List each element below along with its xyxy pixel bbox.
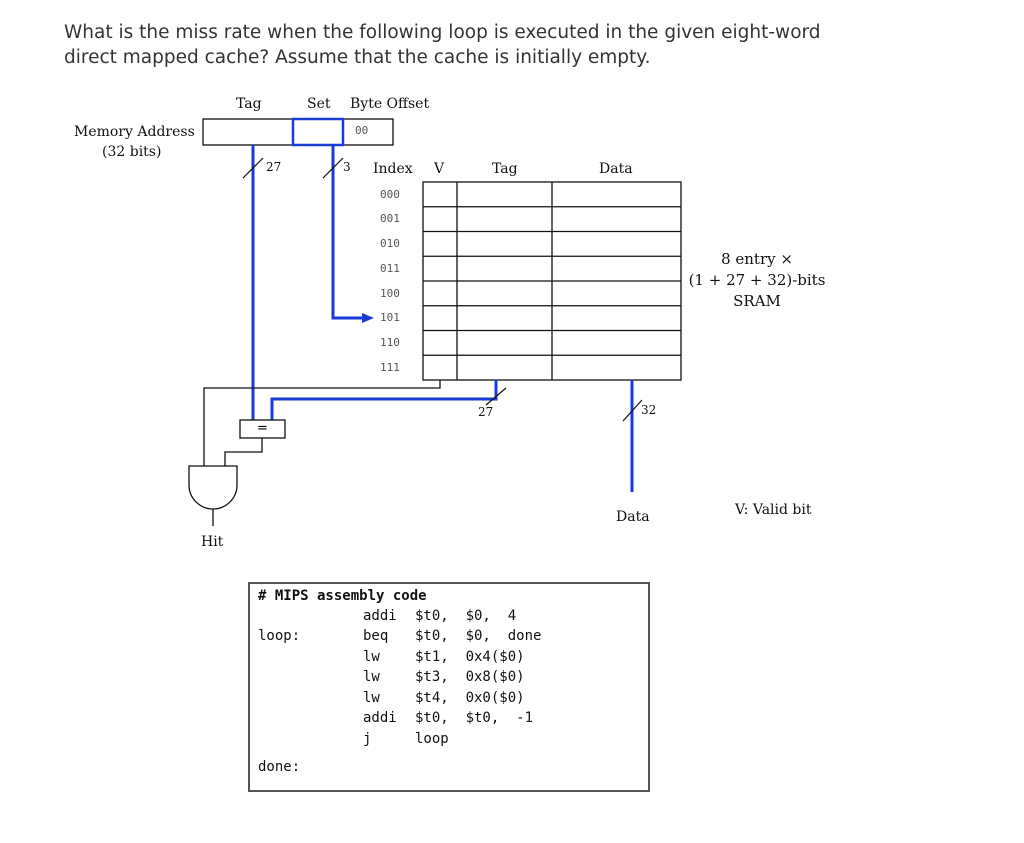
data-bus	[622, 380, 643, 492]
compare-wire	[224, 438, 263, 466]
valid-bit-note: V: Valid bit	[735, 502, 812, 518]
code-op: addi	[363, 710, 397, 726]
data-out-bit-width: 32	[641, 403, 657, 417]
question-line-2: direct mapped cache? Assume that the cac…	[64, 47, 651, 68]
and-gate	[188, 465, 238, 510]
index-label: 100	[380, 287, 400, 300]
code-op: beq	[363, 628, 389, 644]
tag-bus	[251, 145, 498, 420]
index-label: 111	[380, 361, 400, 374]
index-label: 101	[380, 311, 400, 324]
byte-offset-header: Byte Offset	[350, 96, 430, 112]
tag-bit-width: 27	[266, 160, 282, 174]
index-label: 110	[380, 336, 400, 349]
index-label: 010	[380, 237, 400, 250]
question-text: What is the miss rate when the following…	[64, 20, 964, 70]
address-width-label: (32 bits)	[102, 144, 162, 160]
cache-tag-header: Tag	[492, 161, 518, 177]
code-args: $t4, 0x0($0)	[415, 690, 525, 706]
code-args: $t0, $0, 4	[415, 608, 517, 624]
done-label: done:	[258, 759, 301, 775]
code-args: $t3, 0x8($0)	[415, 669, 525, 685]
code-args: $t0, $t0, -1	[415, 710, 534, 726]
code-label: loop:	[258, 628, 301, 644]
code-args: loop	[415, 731, 449, 747]
hit-label: Hit	[201, 534, 224, 550]
code-op: j	[363, 731, 372, 747]
code-box	[248, 582, 650, 792]
valid-wire	[203, 380, 441, 466]
set-field-header: Set	[307, 96, 331, 112]
code-op: lw	[363, 690, 380, 706]
code-op: lw	[363, 649, 380, 665]
data-output-label: Data	[616, 509, 650, 525]
cache-data-header: Data	[599, 161, 633, 177]
cache-table	[422, 181, 682, 381]
tag-out-bit-width: 27	[478, 405, 494, 419]
code-args: $t1, 0x4($0)	[415, 649, 525, 665]
byte-offset-value: 00	[355, 124, 369, 137]
set-bit-width: 3	[343, 160, 351, 174]
index-label: 001	[380, 212, 400, 225]
memory-address-label: Memory Address	[74, 124, 195, 140]
question-line-1: What is the miss rate when the following…	[64, 22, 821, 43]
index-label: 011	[380, 262, 400, 275]
set-index-bus	[331, 145, 374, 323]
set-field-box	[291, 117, 345, 147]
code-header: # MIPS assembly code	[258, 588, 427, 604]
sram-line-1: 8 entry ×	[721, 250, 793, 268]
index-label: 000	[380, 188, 400, 201]
tag-field-header: Tag	[236, 96, 262, 112]
sram-line-2: (1 + 27 + 32)-bits	[688, 271, 826, 289]
index-header: Index	[373, 161, 413, 177]
sram-line-3: SRAM	[733, 292, 781, 310]
valid-header: V	[434, 161, 445, 177]
code-op: lw	[363, 669, 380, 685]
comparator-symbol: =	[257, 421, 268, 436]
sram-description: 8 entry × (1 + 27 + 32)-bits SRAM	[684, 249, 830, 312]
code-args: $t0, $0, done	[415, 628, 542, 644]
code-op: addi	[363, 608, 397, 624]
